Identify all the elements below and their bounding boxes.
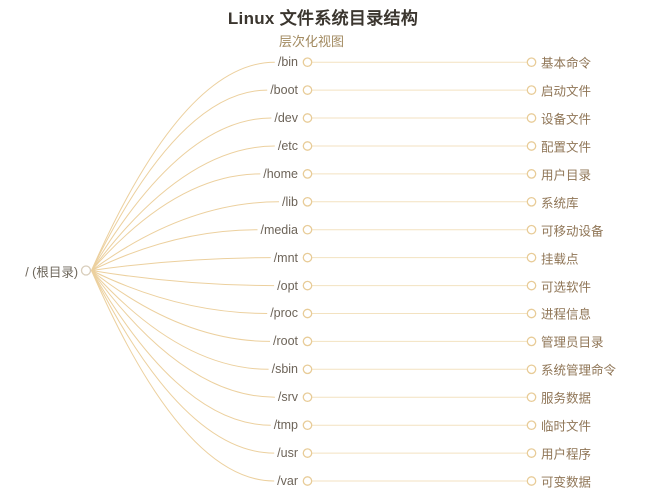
dir-node-label: /media	[260, 222, 298, 237]
dir-node-label: /opt	[277, 278, 298, 293]
link-curve	[91, 270, 269, 370]
dir-node-circle	[302, 224, 313, 235]
dir-node-circle	[302, 113, 313, 123]
dir-node-label: /var	[277, 474, 298, 488]
dir-desc-label: 启动文件	[541, 84, 592, 99]
desc-node-circle	[526, 196, 537, 207]
dir-node-label: /boot	[270, 83, 298, 98]
link-curve	[91, 229, 258, 271]
dir-desc-label: 可变数据	[541, 475, 592, 490]
dir-desc-label: 系统库	[541, 196, 579, 211]
dir-node-circle	[302, 420, 313, 431]
dir-node-label: /mnt	[273, 250, 298, 265]
dir-node-circle	[302, 364, 313, 375]
desc-node-circle	[526, 224, 537, 235]
dir-desc-label: 设备文件	[541, 112, 592, 127]
dir-desc-label: 用户目录	[541, 168, 592, 183]
dir-node-label: /bin	[277, 55, 298, 70]
dir-node-label: /etc	[277, 138, 298, 153]
dir-node-circle	[302, 196, 313, 207]
dir-desc-label: 系统管理命令	[541, 363, 617, 378]
dir-node-circle	[302, 252, 313, 263]
dir-desc-label: 可移动设备	[541, 224, 604, 239]
desc-node-circle	[526, 448, 537, 458]
desc-node-circle	[526, 85, 537, 95]
link-curve	[91, 173, 261, 271]
desc-node-circle	[526, 169, 537, 179]
dir-node-label: /usr	[277, 446, 298, 461]
desc-node-circle	[526, 280, 537, 291]
root-node-label: / (根目录)	[25, 265, 78, 279]
dir-node-label: /tmp	[273, 418, 298, 433]
dir-desc-label: 进程信息	[541, 307, 592, 322]
dir-node-circle	[302, 392, 313, 403]
desc-node-circle	[526, 113, 537, 123]
dir-node-label: /srv	[277, 390, 298, 405]
dir-desc-label: 挂载点	[541, 252, 579, 267]
dir-desc-label: 临时文件	[541, 419, 592, 434]
desc-node-circle	[526, 57, 537, 68]
diagram-title: Linux 文件系统目录结构	[227, 9, 419, 28]
link-curve	[91, 270, 271, 342]
link-curve	[91, 270, 275, 398]
dir-desc-label: 配置文件	[541, 140, 592, 155]
dir-node-circle	[302, 308, 313, 319]
dir-desc-label: 可选软件	[541, 280, 592, 295]
desc-node-circle	[526, 252, 537, 263]
dir-desc-label: 管理员目录	[541, 335, 604, 350]
desc-node-circle	[526, 364, 537, 375]
desc-node-circle	[526, 141, 537, 151]
link-curve	[91, 117, 272, 271]
dir-node-label: /home	[263, 166, 298, 181]
dir-node-label: /root	[272, 334, 298, 349]
dir-desc-label: 服务数据	[541, 391, 592, 406]
link-curve	[91, 270, 275, 482]
link-curve	[91, 89, 268, 271]
root-node-circle	[80, 265, 92, 276]
dir-node-circle	[302, 336, 313, 347]
dir-node-label: /proc	[270, 306, 298, 321]
dir-desc-label: 基本命令	[541, 56, 592, 71]
link-curve	[91, 270, 271, 426]
dir-node-label: /dev	[274, 111, 298, 126]
dir-desc-label: 用户程序	[541, 447, 592, 462]
link-curve	[91, 61, 275, 271]
dir-node-circle	[302, 280, 313, 291]
desc-node-circle	[526, 308, 537, 319]
dir-node-label: /sbin	[271, 362, 298, 377]
desc-node-circle	[526, 420, 537, 431]
link-curve	[91, 270, 275, 454]
dir-node-circle	[302, 141, 313, 151]
desc-node-circle	[526, 336, 537, 347]
dir-node-circle	[302, 448, 313, 458]
dir-node-label: /lib	[282, 194, 298, 209]
dir-node-circle	[302, 476, 313, 486]
link-curve	[91, 270, 268, 314]
diagram-subtitle: 层次化视图	[279, 34, 345, 49]
link-curve	[91, 145, 275, 271]
desc-node-circle	[526, 476, 537, 486]
dir-node-circle	[302, 169, 313, 179]
dir-node-circle	[302, 57, 313, 68]
link-curve	[91, 201, 280, 271]
link-curve	[91, 270, 275, 287]
dir-node-circle	[302, 85, 313, 95]
link-curve	[91, 257, 271, 271]
desc-node-circle	[526, 392, 537, 403]
